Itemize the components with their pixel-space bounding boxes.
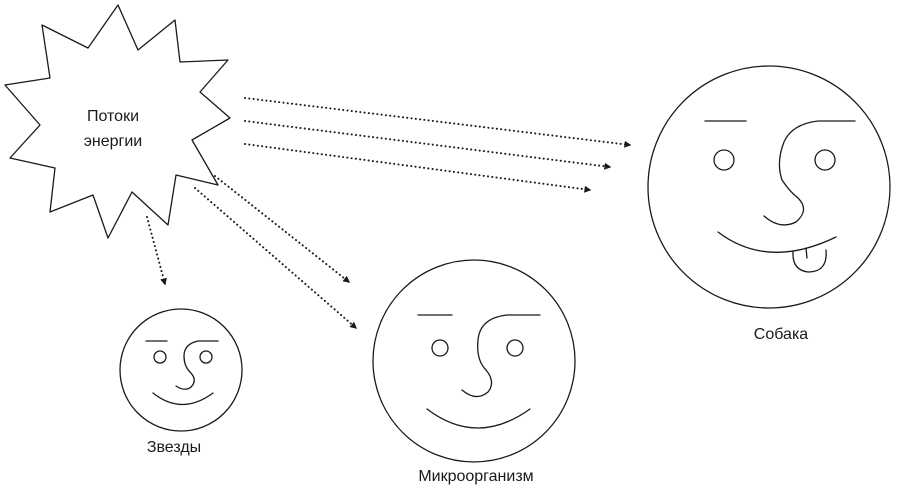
- arrow-to-dog-3: [244, 143, 592, 193]
- face-dog-smile: [717, 231, 837, 253]
- face-dog-nose: [763, 120, 856, 226]
- face-dog-left-eye: [713, 149, 735, 171]
- face-dog-tongue-line: [805, 247, 808, 259]
- face-microorganism-right-eye: [506, 339, 524, 357]
- arrow-to-microorganism-2: [194, 187, 358, 329]
- face-dog-right-eye: [814, 149, 836, 171]
- face-microorganism-left-eye: [431, 339, 449, 357]
- arrow-to-microorganism-1: [214, 175, 351, 283]
- label-dog: Собака: [754, 326, 809, 343]
- face-microorganism-outline: [372, 259, 576, 463]
- energy-burst: Потоки энергии: [4, 4, 231, 239]
- face-stars-right-eye: [199, 350, 213, 364]
- arrow-to-stars: [146, 216, 167, 286]
- face-stars-smile: [152, 392, 214, 406]
- label-microorganism: Микроорганизм: [418, 468, 533, 485]
- face-dog-tongue: [792, 249, 827, 273]
- arrow-to-dog-2: [244, 120, 612, 170]
- burst-star-shape: [4, 4, 231, 239]
- face-microorganism-smile: [426, 408, 531, 429]
- face-stars: [119, 308, 243, 432]
- arrow-to-dog-1: [244, 97, 632, 148]
- burst-label-line1: Потоки: [87, 108, 139, 125]
- face-dog-outline: [647, 65, 891, 309]
- energy-arrows: [146, 97, 632, 329]
- face-microorganism: [372, 259, 576, 463]
- burst-label-line2: энергии: [84, 133, 143, 150]
- label-stars: Звезды: [147, 439, 201, 456]
- face-microorganism-nose: [461, 314, 541, 398]
- face-dog: [647, 65, 891, 309]
- face-stars-outline: [119, 308, 243, 432]
- face-stars-left-eye: [153, 350, 167, 364]
- face-stars-nose: [175, 340, 219, 390]
